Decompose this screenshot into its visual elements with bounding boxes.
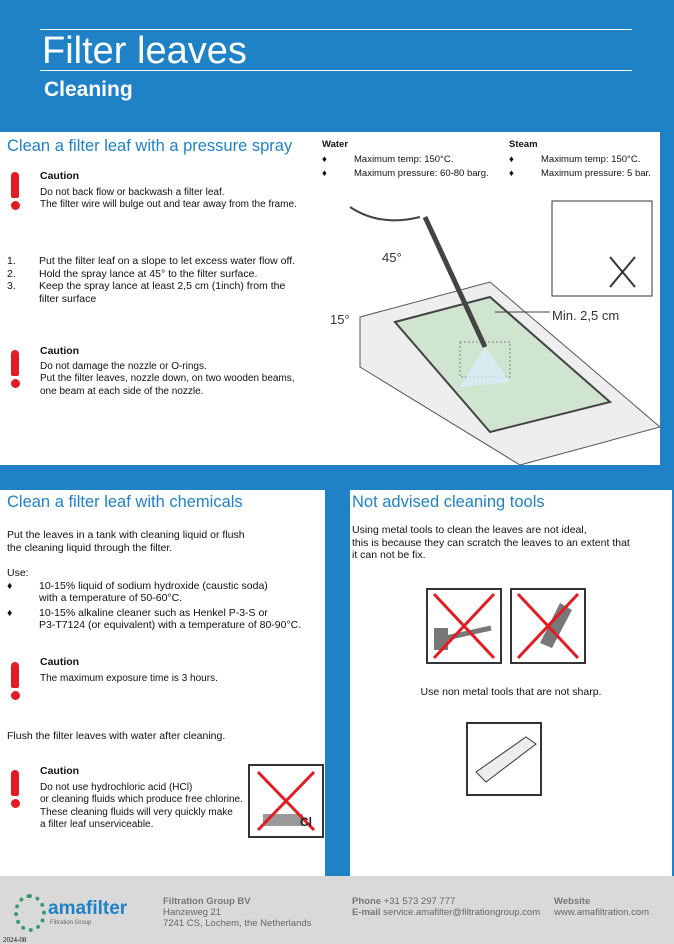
caution-text: or cleaning fluids which produce free ch…	[40, 794, 243, 805]
step-text: Keep the spray lance at least 2,5 cm (1i…	[39, 280, 286, 305]
phone-value: +31 573 297 777	[383, 896, 456, 907]
warning-icon	[10, 172, 20, 210]
spec-text: Maximum pressure: 60-80 barg.	[354, 168, 489, 179]
spec-text: Maximum temp: 150°C.	[354, 153, 454, 165]
caution-block: Caution Do not use hydrochloric acid (HC…	[40, 765, 243, 832]
caution-text: Do not back flow or backwash a filter le…	[40, 186, 225, 198]
step-text: Put the filter leaf on a slope to let ex…	[39, 255, 296, 267]
use-text: 10-15% alkaline cleaner such as Henkel P…	[39, 606, 268, 619]
website-info: Website www.amafiltration.com	[554, 896, 649, 918]
angle-label: 45°	[382, 250, 402, 265]
tools-line: Using metal tools to clean the leaves ar…	[352, 524, 587, 536]
chem-intro: Put the leaves in a tank with cleaning l…	[7, 529, 301, 632]
caution-label: Caution	[40, 765, 80, 777]
caution-block: Caution The maximum exposure time is 3 h…	[40, 656, 218, 685]
bullet: ♦	[509, 168, 514, 179]
spray-lance-icon	[422, 215, 488, 349]
bullet: ♦	[7, 606, 13, 619]
wooden-tool-icon	[466, 722, 542, 796]
intro-text: Put the leaves in a tank with cleaning l…	[7, 529, 245, 541]
step-number: 2.	[7, 267, 16, 280]
tools-text: Using metal tools to clean the leaves ar…	[352, 524, 630, 562]
caution-text: The maximum exposure time is 3 hours.	[40, 672, 218, 684]
no-hammer-icon	[426, 588, 502, 664]
caution-block: Caution Do not damage the nozzle or O-ri…	[40, 345, 295, 398]
website-link[interactable]: www.amafiltration.com	[554, 907, 650, 918]
bullet: ♦	[322, 168, 327, 179]
spec-text: Maximum temp: 150°C.	[541, 153, 641, 165]
company-address: Filtration Group BV Hanzeweg 21 7241 CS,…	[163, 896, 311, 929]
intro-text: the cleaning liquid through the filter.	[7, 541, 173, 554]
use-text: P3-T7124 (or equivalent) with a temperat…	[39, 619, 302, 631]
steam-label: Steam	[509, 139, 538, 150]
steam-specs: Steam ♦ Maximum temp: 150°C. ♦ Maximum pre…	[509, 139, 651, 181]
no-chlorine-icon: Cl	[248, 764, 324, 838]
caution-text: Do not damage the nozzle or O-rings.	[40, 360, 207, 372]
use-label: Use:	[7, 567, 29, 579]
spec-text: Maximum pressure: 5 bar.	[541, 168, 651, 179]
advice-text: Use non metal tools that are not sharp.	[420, 686, 602, 698]
logo-subtext: Filtration Group	[50, 920, 92, 926]
logo-icon	[14, 894, 46, 932]
chemicals-section: Clean a filter leaf with chemicals Put t…	[0, 490, 325, 876]
caution-block: Caution Do not back flow or backwash a f…	[40, 170, 297, 212]
caution-label: Caution	[40, 656, 80, 668]
email-label: E-mail	[352, 907, 381, 918]
no-scraper-icon	[510, 588, 586, 664]
warning-icon	[10, 770, 20, 808]
spray-diagram: Min. 2,5 cm 45° 15°	[330, 200, 660, 465]
logo-text: amafilter	[48, 898, 128, 919]
address-line: Hanzeweg 21	[163, 907, 222, 918]
flush-text: Flush the filter leaves with water after…	[7, 730, 226, 742]
section-heading: Clean a filter leaf with a pressure spra…	[7, 137, 293, 155]
phone-label: Phone	[352, 896, 382, 907]
divider	[40, 70, 632, 71]
step-number: 3.	[7, 280, 16, 292]
caution-text: These cleaning fluids will very quickly …	[40, 806, 233, 818]
caution-text: one beam at each side of the nozzle.	[40, 385, 204, 397]
bullet: ♦	[509, 153, 514, 165]
caution-label: Caution	[40, 345, 80, 357]
divider	[40, 29, 632, 30]
email-link[interactable]: service.amafilter@filtrationgroup.com	[383, 907, 541, 918]
caution-text: a filter leaf unserviceable.	[40, 819, 154, 830]
section-heading: Clean a filter leaf with chemicals	[7, 493, 243, 511]
date-stamp: 2024-08	[3, 936, 27, 944]
footer: amafilter Filtration Group Filtration Gr…	[0, 876, 674, 944]
chlorine-label: Cl	[300, 815, 312, 829]
water-label: Water	[322, 139, 349, 150]
caution-label: Caution	[40, 170, 80, 182]
caution-text: Do not use hydrochloric acid (HCl)	[40, 781, 193, 793]
website-label: Website	[554, 896, 591, 907]
angle-label: 15°	[330, 312, 350, 327]
water-specs: Water ♦ Maximum temp: 150°C. ♦ Maximum pre…	[322, 139, 489, 181]
use-text: with a temperature of 50-60°C.	[39, 592, 183, 604]
tools-line: it can not be fix.	[352, 549, 426, 561]
tools-line: this is because they can scratch the lea…	[352, 536, 630, 549]
warning-icon	[10, 350, 20, 388]
tools-section: Not advised cleaning tools Using metal t…	[350, 490, 672, 876]
section-heading: Not advised cleaning tools	[352, 493, 545, 511]
warning-icon	[10, 662, 20, 700]
contact-info: Phone +31 573 297 777 E-mail service.ama…	[352, 896, 540, 918]
spray-section: Clean a filter leaf with a pressure spra…	[0, 132, 660, 465]
caution-text: Put the filter leaves, nozzle down, on t…	[40, 373, 295, 384]
step-number: 1.	[7, 255, 16, 267]
caution-text: The filter wire will bulge out and tear …	[40, 199, 297, 210]
page-subtitle: Cleaning	[44, 78, 133, 101]
bullet: ♦	[7, 579, 13, 592]
bullet: ♦	[322, 153, 327, 165]
page-title: Filter leaves	[42, 30, 247, 72]
header-banner	[0, 0, 674, 132]
step-text: Hold the spray lance at 45° to the filte…	[39, 267, 258, 280]
distance-label: Min. 2,5 cm	[552, 308, 619, 323]
address-line: 7241 CS, Lochem, the Netherlands	[163, 918, 312, 929]
company-name: Filtration Group BV	[163, 896, 251, 907]
use-text: 10-15% liquid of sodium hydroxide (caust…	[39, 579, 268, 592]
steps-list: 1. Put the filter leaf on a slope to let …	[7, 255, 322, 305]
